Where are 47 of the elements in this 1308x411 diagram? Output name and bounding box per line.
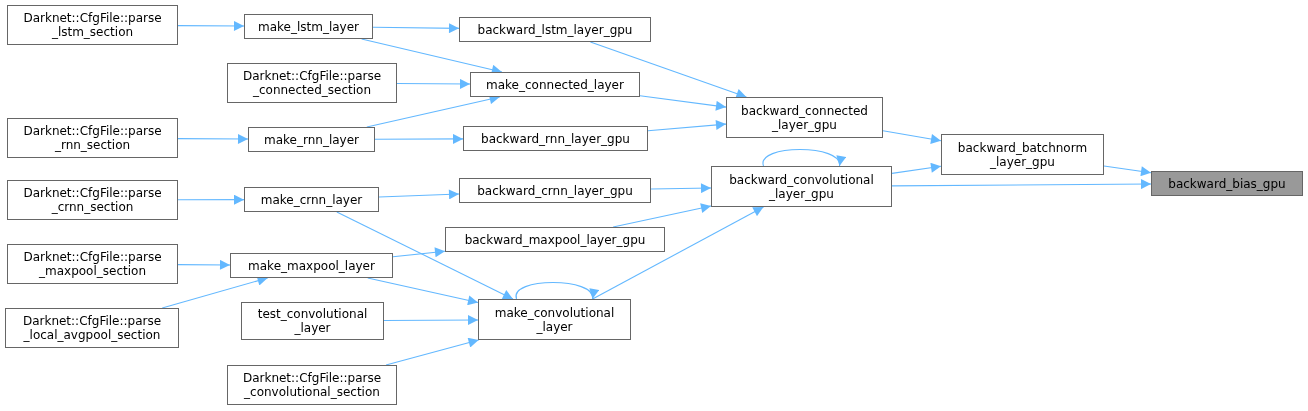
arrow [612,203,712,228]
arrow [891,162,942,174]
function-box: backward_connected _layer_gpu [726,97,883,138]
function-box: Darknet::CfgFile::parse _local_avgpool_section [5,308,179,348]
arrow [177,21,245,31]
arrow [650,183,712,194]
arrow [177,194,245,205]
arrow [396,78,471,89]
function-box: make_lstm_layer [244,14,373,39]
arrow [882,130,942,144]
function-box: make_crnn_layer [244,187,379,212]
arrow [891,179,1152,190]
function-box: Darknet::CfgFile::parse _crnn_section [7,180,178,220]
function-box: make_maxpool_layer [230,253,393,278]
arrow [647,120,727,132]
function-box: Darknet::CfgFile::parse _convolutional_section [227,365,397,405]
arrow [1103,165,1152,177]
function-box: backward_convolutional _layer_gpu [711,166,892,207]
function-box: backward_crnn_layer_gpu [459,178,651,203]
function-box: make_rnn_layer [248,127,375,152]
arrow [336,211,514,300]
arrow [385,337,480,366]
arrow [515,281,596,300]
arrow [589,41,747,99]
function-box: Darknet::CfgFile::parse _lstm_section [7,5,178,45]
function-box: backward_lstm_layer_gpu [459,17,651,42]
arrow [367,277,479,306]
arrow [762,148,843,167]
function-box: make_convolutional _layer [478,299,631,340]
arrow [372,23,460,34]
arrow [177,259,231,270]
function-box: backward_maxpool_layer_gpu [445,227,665,252]
function-box: backward_batchnorm _layer_gpu [941,134,1104,175]
function-box: Darknet::CfgFile::parse _rnn_section [7,118,178,158]
highlighted-function-box: backward_bias_gpu [1151,171,1303,196]
arrow [378,189,460,200]
arrow [374,133,464,144]
function-box: test_convolutional _layer [241,302,384,340]
function-box: backward_rnn_layer_gpu [463,126,648,151]
function-box: Darknet::CfgFile::parse _connected_section [227,63,397,103]
function-box: Darknet::CfgFile::parse _maxpool_section [7,244,178,284]
arrow [392,247,446,258]
arrow [383,315,479,326]
arrow [177,134,249,144]
arrow [592,206,764,300]
arrow [639,95,727,111]
function-box: make_connected_layer [470,72,640,97]
